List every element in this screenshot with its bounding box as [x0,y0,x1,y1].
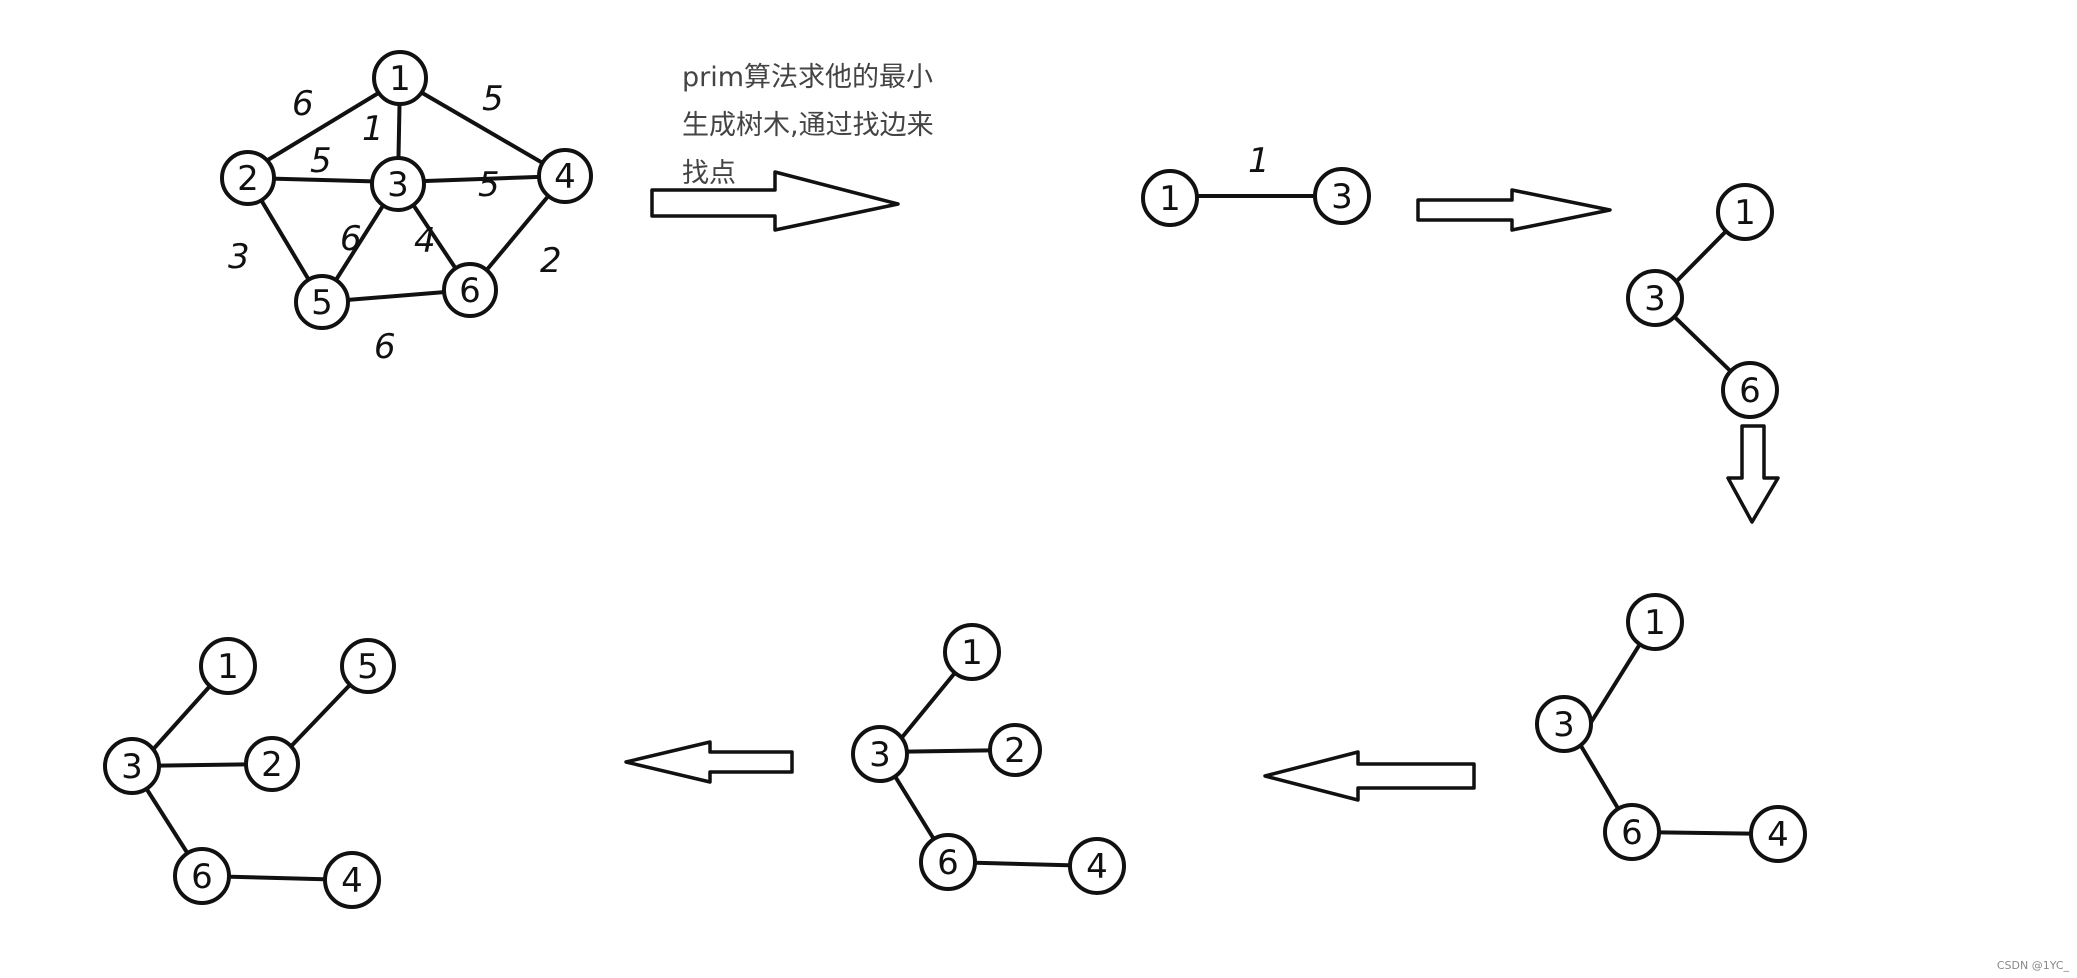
node-5: 5 [340,638,396,694]
node-1: 1 [1716,183,1774,241]
node-2: 2 [244,736,300,792]
node-4: 4 [323,851,381,909]
step-4: 1 3 2 6 4 [851,623,1126,895]
node-6: 6 [919,833,977,891]
node-2: 2 [220,150,276,206]
node-label: 2 [237,159,259,199]
node-label: 6 [459,271,481,311]
node-1: 1 [199,637,257,695]
node-label: 4 [1086,847,1108,887]
node-6: 6 [1721,361,1779,419]
node-2: 2 [988,723,1042,777]
node-6: 6 [1603,803,1661,861]
node-label: 1 [961,633,983,673]
edge-weight-3-4: 5 [478,165,500,205]
node-label: 1 [1644,603,1666,643]
step-3: 1 3 6 4 [1535,593,1807,863]
node-label: 3 [869,735,891,775]
node-3: 3 [851,725,909,783]
node-label: 1 [389,59,411,99]
caption-line-1: prim算法求他的最小 [682,62,934,93]
arrow-left-icon [1263,750,1476,802]
node-6: 6 [173,847,231,905]
node-label: 3 [1644,279,1666,319]
edge-weight-2-3: 5 [310,141,332,181]
node-3: 3 [370,156,426,212]
node-label: 4 [1767,815,1789,855]
edge-weight-1-2: 6 [292,84,314,124]
node-4: 4 [1749,805,1807,863]
step-1: 1 1 3 [1141,141,1371,227]
node-label: 6 [937,843,959,883]
node-4: 4 [537,148,593,204]
node-label: 4 [554,157,576,197]
original-graph: 6 1 5 5 5 3 6 4 2 6 1 2 3 4 5 6 [220,50,593,367]
edge-weight-3-5: 6 [340,219,362,259]
node-label: 1 [217,647,239,687]
node-label: 1 [1734,193,1756,233]
node-label: 2 [261,745,283,785]
node-label: 5 [357,647,379,687]
edge-1-4 [398,78,567,178]
caption-line-2: 生成树木,通过找边来 [682,110,934,141]
node-label: 4 [341,861,363,901]
node-label: 3 [1553,705,1575,745]
watermark: CSDN @1YC_ [1996,959,2069,972]
node-label: 6 [1621,813,1643,853]
node-6: 6 [442,262,498,318]
arrow-down-icon [1726,424,1780,524]
node-label: 1 [1159,179,1181,219]
node-3: 3 [1535,695,1593,753]
node-3: 3 [103,737,161,795]
node-3: 3 [1626,269,1684,327]
arrow-right-icon [1416,188,1612,232]
edge-weight-1-4: 5 [482,79,504,119]
node-3: 3 [1313,167,1371,225]
caption-line-3: 找点 [682,158,736,189]
node-1: 1 [1141,169,1199,227]
node-4: 4 [1068,837,1126,895]
edge-weight-3-6: 4 [414,221,436,261]
edge-1-2 [246,78,402,174]
node-label: 2 [1004,731,1026,771]
edge-weight-1-3: 1 [1248,141,1270,181]
arrow-left-icon [624,740,794,784]
step-2: 1 3 6 [1626,183,1779,419]
arrow-right-icon [650,170,900,232]
edge-weight-2-5: 3 [228,237,250,277]
node-1: 1 [372,50,428,106]
node-1: 1 [943,623,1001,681]
node-label: 6 [1739,371,1761,411]
node-label: 6 [191,857,213,897]
node-label: 3 [387,165,409,205]
edge-weight-5-6: 6 [374,327,396,367]
step-5: 1 5 3 2 6 4 [103,637,396,909]
node-5: 5 [294,274,350,330]
node-label: 3 [1331,177,1353,217]
caption: prim算法求他的最小 生成树木,通过找边来 找点 [682,54,972,198]
edge-weight-1-3: 1 [362,109,384,149]
node-1: 1 [1626,593,1684,651]
node-label: 3 [121,747,143,787]
edge-weight-4-6: 2 [540,241,562,281]
node-label: 5 [311,283,333,323]
